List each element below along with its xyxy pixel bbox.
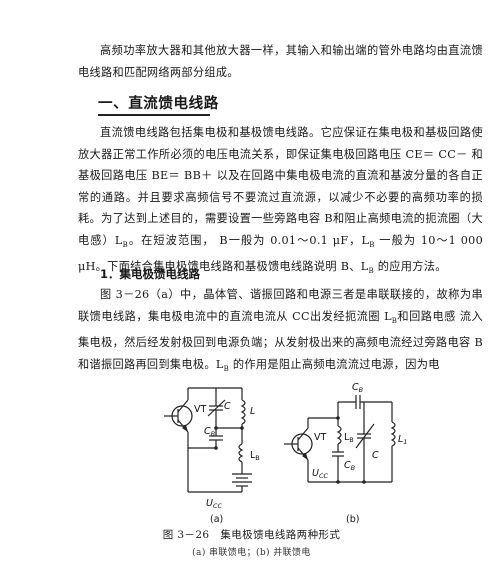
sub-b-3: B	[368, 267, 374, 276]
circuit-figure: VT C CB L LB UCC CB VT LB CB UCC C L1 (a…	[160, 378, 420, 530]
feed-line-paragraph: 直流馈电线路包括集电极和基极馈电线路。它应保证在集电极和基极回路使放大器正常工作…	[78, 122, 483, 283]
collector-feed-paragraph: 图 3－26（a）中，晶体管、谐振回路和电源三者是串联联接的，故称为串联馈电线路…	[78, 284, 483, 380]
collector-feed-text-3: 的作用是阻止高频电流流过电源，因为电	[229, 357, 440, 371]
label-ucc-a: UCC	[206, 498, 223, 510]
label-b: (b)	[346, 514, 359, 525]
feed-line-text-2: 。在短波范围， B一般为 0.01～0.1 μF，L	[128, 233, 370, 247]
sub-b-2: B	[369, 240, 375, 249]
collector-feed-text: 图 3－26（a）中，晶体管、谐振回路和电源三者是串联联接的，故称为串联馈电线路…	[78, 288, 483, 323]
feed-line-text: 直流馈电线路包括集电极和基极馈电线路。它应保证在集电极和基极回路使放大器正常工作…	[78, 126, 483, 247]
feed-line-text-4: 的应用方法。	[373, 260, 447, 274]
label-lb-b: LB	[344, 432, 354, 444]
sub-b-5: B	[223, 364, 230, 373]
figure-caption: 图 3－26 集电极馈电线路两种形式	[162, 529, 341, 541]
intro-paragraph: 高频功率放大器和其他放大器一样，其输入和输出端的管外电路均由直流馈电线路和匹配网…	[78, 44, 483, 79]
label-cb-top-b: CB	[352, 382, 364, 394]
label-l1-b: L1	[398, 434, 407, 446]
figure-subcaption: (a) 串联馈电；(b) 并联馈电	[192, 548, 311, 558]
collector-feed-text-2: 和回路电感 流入集电极，然后经发射极回到电源负端；从发射极出来的高频电流经过旁路…	[78, 309, 483, 371]
sub-b-4: B	[391, 316, 398, 325]
subsection-title: 1．集电极馈电线路	[100, 267, 201, 281]
section-title-underline	[98, 114, 210, 116]
label-cb-b: CB	[344, 460, 356, 472]
label-lb-a: LB	[250, 450, 260, 462]
label-ucc-b: UCC	[312, 468, 329, 480]
label-c-b: C	[372, 450, 379, 461]
circuit-diagram: VT C CB L LB UCC CB VT LB CB UCC C L1 (a…	[164, 382, 407, 525]
label-l-a: L	[250, 406, 255, 417]
label-vt-a: VT	[194, 404, 206, 415]
label-c-a: C	[224, 401, 231, 412]
label-vt-b: VT	[314, 432, 326, 443]
section-title: 一、直流馈电线路	[98, 96, 219, 112]
label-a: (a)	[210, 514, 223, 525]
sub-b-1: B	[122, 240, 129, 249]
feed-line-text-3: 一般为 10～1 000 μH。下面结合集电极馈电线路和基极馈电线路说明 B、L	[78, 233, 483, 274]
label-cb-a: CB	[204, 426, 216, 438]
